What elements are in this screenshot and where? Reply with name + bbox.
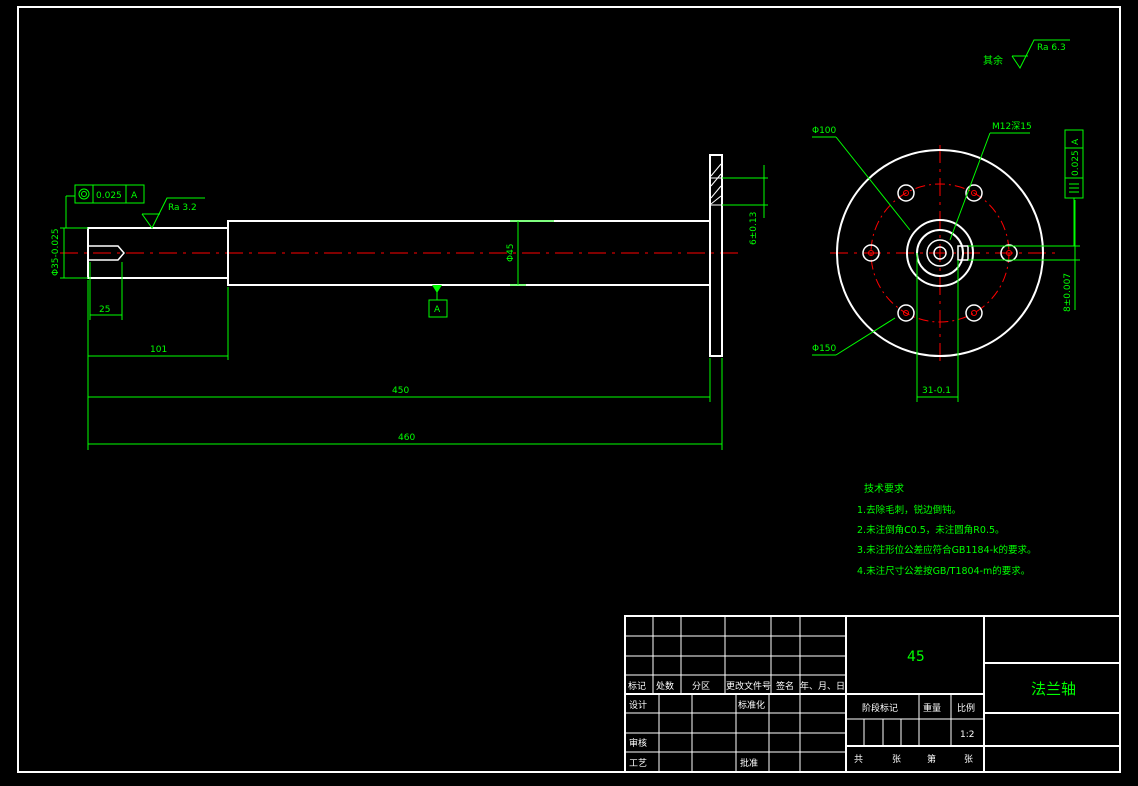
coaxiality-icon-inner <box>81 191 87 197</box>
bolt-hole <box>897 304 915 322</box>
surface-finish-other-value: Ra 6.3 <box>1037 43 1066 53</box>
technical-requirements: 技术要求 1.去除毛刺，锐边倒钝。 2.未注倒角C0.5，未注圆角R0.5。 3… <box>857 482 1037 577</box>
hatch-line <box>710 195 722 205</box>
tb-scale-value: 1:2 <box>960 730 974 740</box>
dim-slot: 31-0.1 <box>922 386 951 396</box>
shaft-small-end <box>87 227 228 279</box>
dim-thread: M12深15 <box>992 121 1032 132</box>
leader-flange-dia <box>835 136 911 231</box>
hub-circle <box>906 219 974 287</box>
gdt-left-datum: A <box>131 191 138 201</box>
bolt-hole-core <box>971 310 977 316</box>
bolt-hole-core <box>868 250 874 256</box>
dim-flange-outer-dia: Φ100 <box>812 126 837 136</box>
tb-sheets-unit: 张 <box>892 754 901 765</box>
tb-review: 审核 <box>629 737 647 749</box>
bolt-hole-core <box>903 310 909 316</box>
keyway-slot <box>957 245 969 261</box>
dim-step-length: 101 <box>150 345 167 355</box>
surface-finish-general: 其余 Ra 6.3 <box>983 39 1070 69</box>
leader-bolt-circle <box>835 317 896 356</box>
bolt-hole <box>1000 244 1018 262</box>
dim-flange-thickness: 6±0.13 <box>749 212 759 245</box>
dim-length-460: 460 <box>398 433 415 443</box>
datum-label: A <box>434 305 441 315</box>
tb-col-count: 处数 <box>656 680 674 692</box>
tb-scale: 比例 <box>957 702 975 714</box>
dim-keyway-length: 25 <box>99 305 110 315</box>
hatch-line <box>710 173 722 187</box>
tb-sheets-total: 共 <box>854 754 863 765</box>
title-block: 标记 处数 分区 更改文件号 签名 年、月、日 设计 标准化 审核 工艺 批准 … <box>624 615 1121 773</box>
tb-col-mark: 标记 <box>628 680 646 692</box>
front-view: Φ100 Φ150 M12深15 8±0.007 A 0.025 31-0.1 <box>812 121 1084 402</box>
datum-triangle <box>432 285 442 293</box>
tb-col-change-doc: 更改文件号 <box>726 680 771 692</box>
datum-box <box>428 299 448 318</box>
tech-req-item: 2.未注倒角C0.5，未注圆角R0.5。 <box>857 524 1005 536</box>
tb-approve: 批准 <box>740 757 758 769</box>
dim-shaft-end-dia: Φ35-0.025 <box>51 228 61 276</box>
tb-sheet-no: 第 <box>927 753 936 765</box>
center-hole <box>933 246 947 260</box>
bolt-holes <box>862 184 1018 322</box>
dim-bolt-circle-dia: Φ150 <box>812 344 837 354</box>
bolt-hole-core <box>903 190 909 196</box>
tb-col-zone: 分区 <box>692 681 710 692</box>
tb-sheet-unit: 张 <box>964 754 973 765</box>
drawing-frame <box>17 6 1121 773</box>
tb-col-signature: 签名 <box>776 680 794 692</box>
tb-stage-mark: 阶段标记 <box>862 702 898 714</box>
revision-grid <box>625 616 846 772</box>
flange-side <box>709 154 723 357</box>
surface-finish-other-label: 其余 <box>983 54 1003 67</box>
gdt-left-tolerance: 0.025 <box>96 191 122 201</box>
surface-finish-icon <box>141 197 205 229</box>
keyway-outline <box>88 245 125 261</box>
bore-inner <box>926 239 954 267</box>
side-view: Φ35-0.025 25 101 450 460 Φ45 6±0.13 <box>51 154 768 450</box>
tb-col-date: 年、月、日 <box>800 680 845 692</box>
gdt-right-tolerance: 0.025 <box>1071 150 1081 176</box>
tb-weight: 重量 <box>923 702 941 714</box>
gdt-right-datum: A <box>1071 138 1081 145</box>
bolt-hole <box>897 184 915 202</box>
dim-key-width: 8±0.007 <box>1063 273 1073 312</box>
tech-req-item: 3.未注形位公差应符合GB1184-k的要求。 <box>857 544 1037 556</box>
tech-req-item: 4.未注尺寸公差按GB/T1804-m的要求。 <box>857 565 1030 577</box>
gdt-frame-left <box>74 184 145 204</box>
surface-finish-icon <box>1011 39 1070 69</box>
bolt-circle <box>870 183 1010 323</box>
tb-process: 工艺 <box>629 758 647 769</box>
bolt-hole-core <box>971 190 977 196</box>
hatch-line <box>710 185 722 199</box>
tb-design: 设计 <box>629 699 647 711</box>
dim-shaft-main-dia: Φ45 <box>506 243 516 262</box>
tech-req-heading: 技术要求 <box>864 482 904 495</box>
tb-material: 45 <box>907 649 925 665</box>
bolt-hole <box>965 304 983 322</box>
bolt-hole <box>965 184 983 202</box>
tech-req-item: 1.去除毛刺，锐边倒钝。 <box>857 504 961 516</box>
dim-length-450: 450 <box>392 386 409 396</box>
bolt-hole <box>862 244 880 262</box>
hatch-line <box>710 163 722 177</box>
leader-thread <box>949 132 991 241</box>
surface-finish-shaft: Ra 3.2 <box>168 203 197 213</box>
tb-part-name: 法兰轴 <box>1031 680 1076 698</box>
flange-outer-circle <box>836 149 1044 357</box>
coaxiality-icon <box>78 188 90 200</box>
bolt-hole-core <box>1006 250 1012 256</box>
tb-standardization: 标准化 <box>738 699 765 711</box>
